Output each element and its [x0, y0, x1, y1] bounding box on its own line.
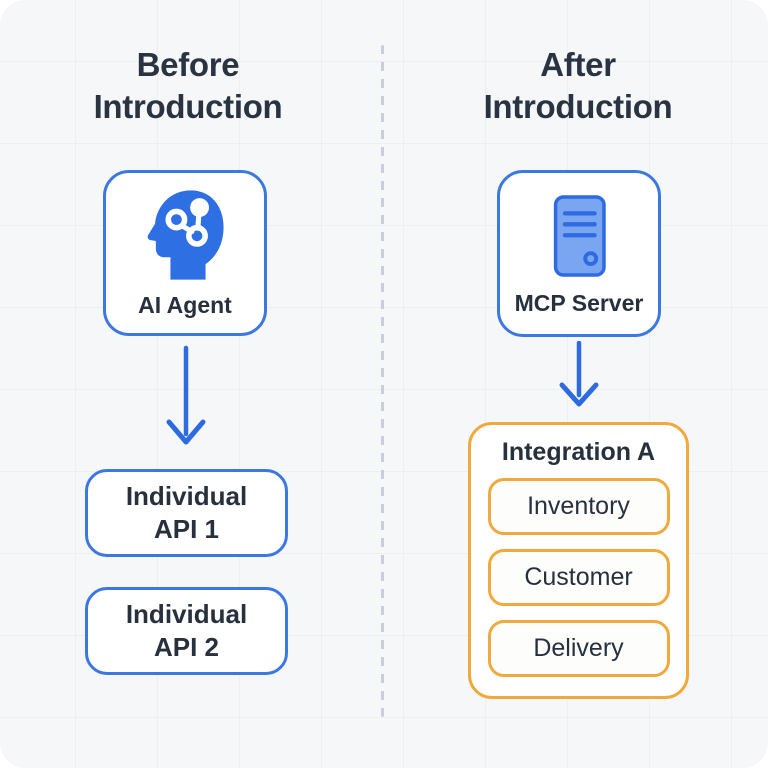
- individual-api-1-box: Individual API 1: [85, 469, 288, 557]
- integration-item-delivery: Delivery: [487, 620, 670, 677]
- integration-item-inventory: Inventory: [487, 478, 670, 535]
- integration-item-customer: Customer: [487, 549, 670, 606]
- api2-line1: Individual: [125, 598, 248, 629]
- arrow-down-icon: [159, 344, 213, 459]
- after-title-line1: After: [540, 46, 616, 83]
- api1-line2: API 1: [153, 514, 220, 544]
- after-title-line2: Introduction: [483, 88, 673, 126]
- mcp-server-card: MCP Server: [497, 170, 661, 337]
- mcp-server-label: MCP Server: [514, 289, 644, 316]
- individual-api-2-box: Individual API 2: [85, 587, 288, 675]
- integration-a-container: Integration A Inventory Customer Deliver…: [468, 422, 689, 699]
- vertical-dashed-divider: [381, 45, 384, 717]
- api1-line1: Individual: [125, 480, 248, 511]
- server-tower-icon: [540, 191, 618, 286]
- after-title: After Introduction: [388, 44, 768, 128]
- ai-agent-card: AI Agent: [103, 170, 267, 336]
- arrow-down-icon: [552, 340, 606, 418]
- before-title-line2: Introduction: [93, 88, 283, 126]
- ai-head-network-icon: [142, 187, 228, 288]
- api2-line2: API 2: [153, 632, 220, 662]
- ai-agent-label: AI Agent: [138, 292, 232, 318]
- before-title-line1: Before: [136, 46, 240, 83]
- before-title: Before Introduction: [0, 44, 376, 128]
- integration-a-title: Integration A: [501, 438, 656, 466]
